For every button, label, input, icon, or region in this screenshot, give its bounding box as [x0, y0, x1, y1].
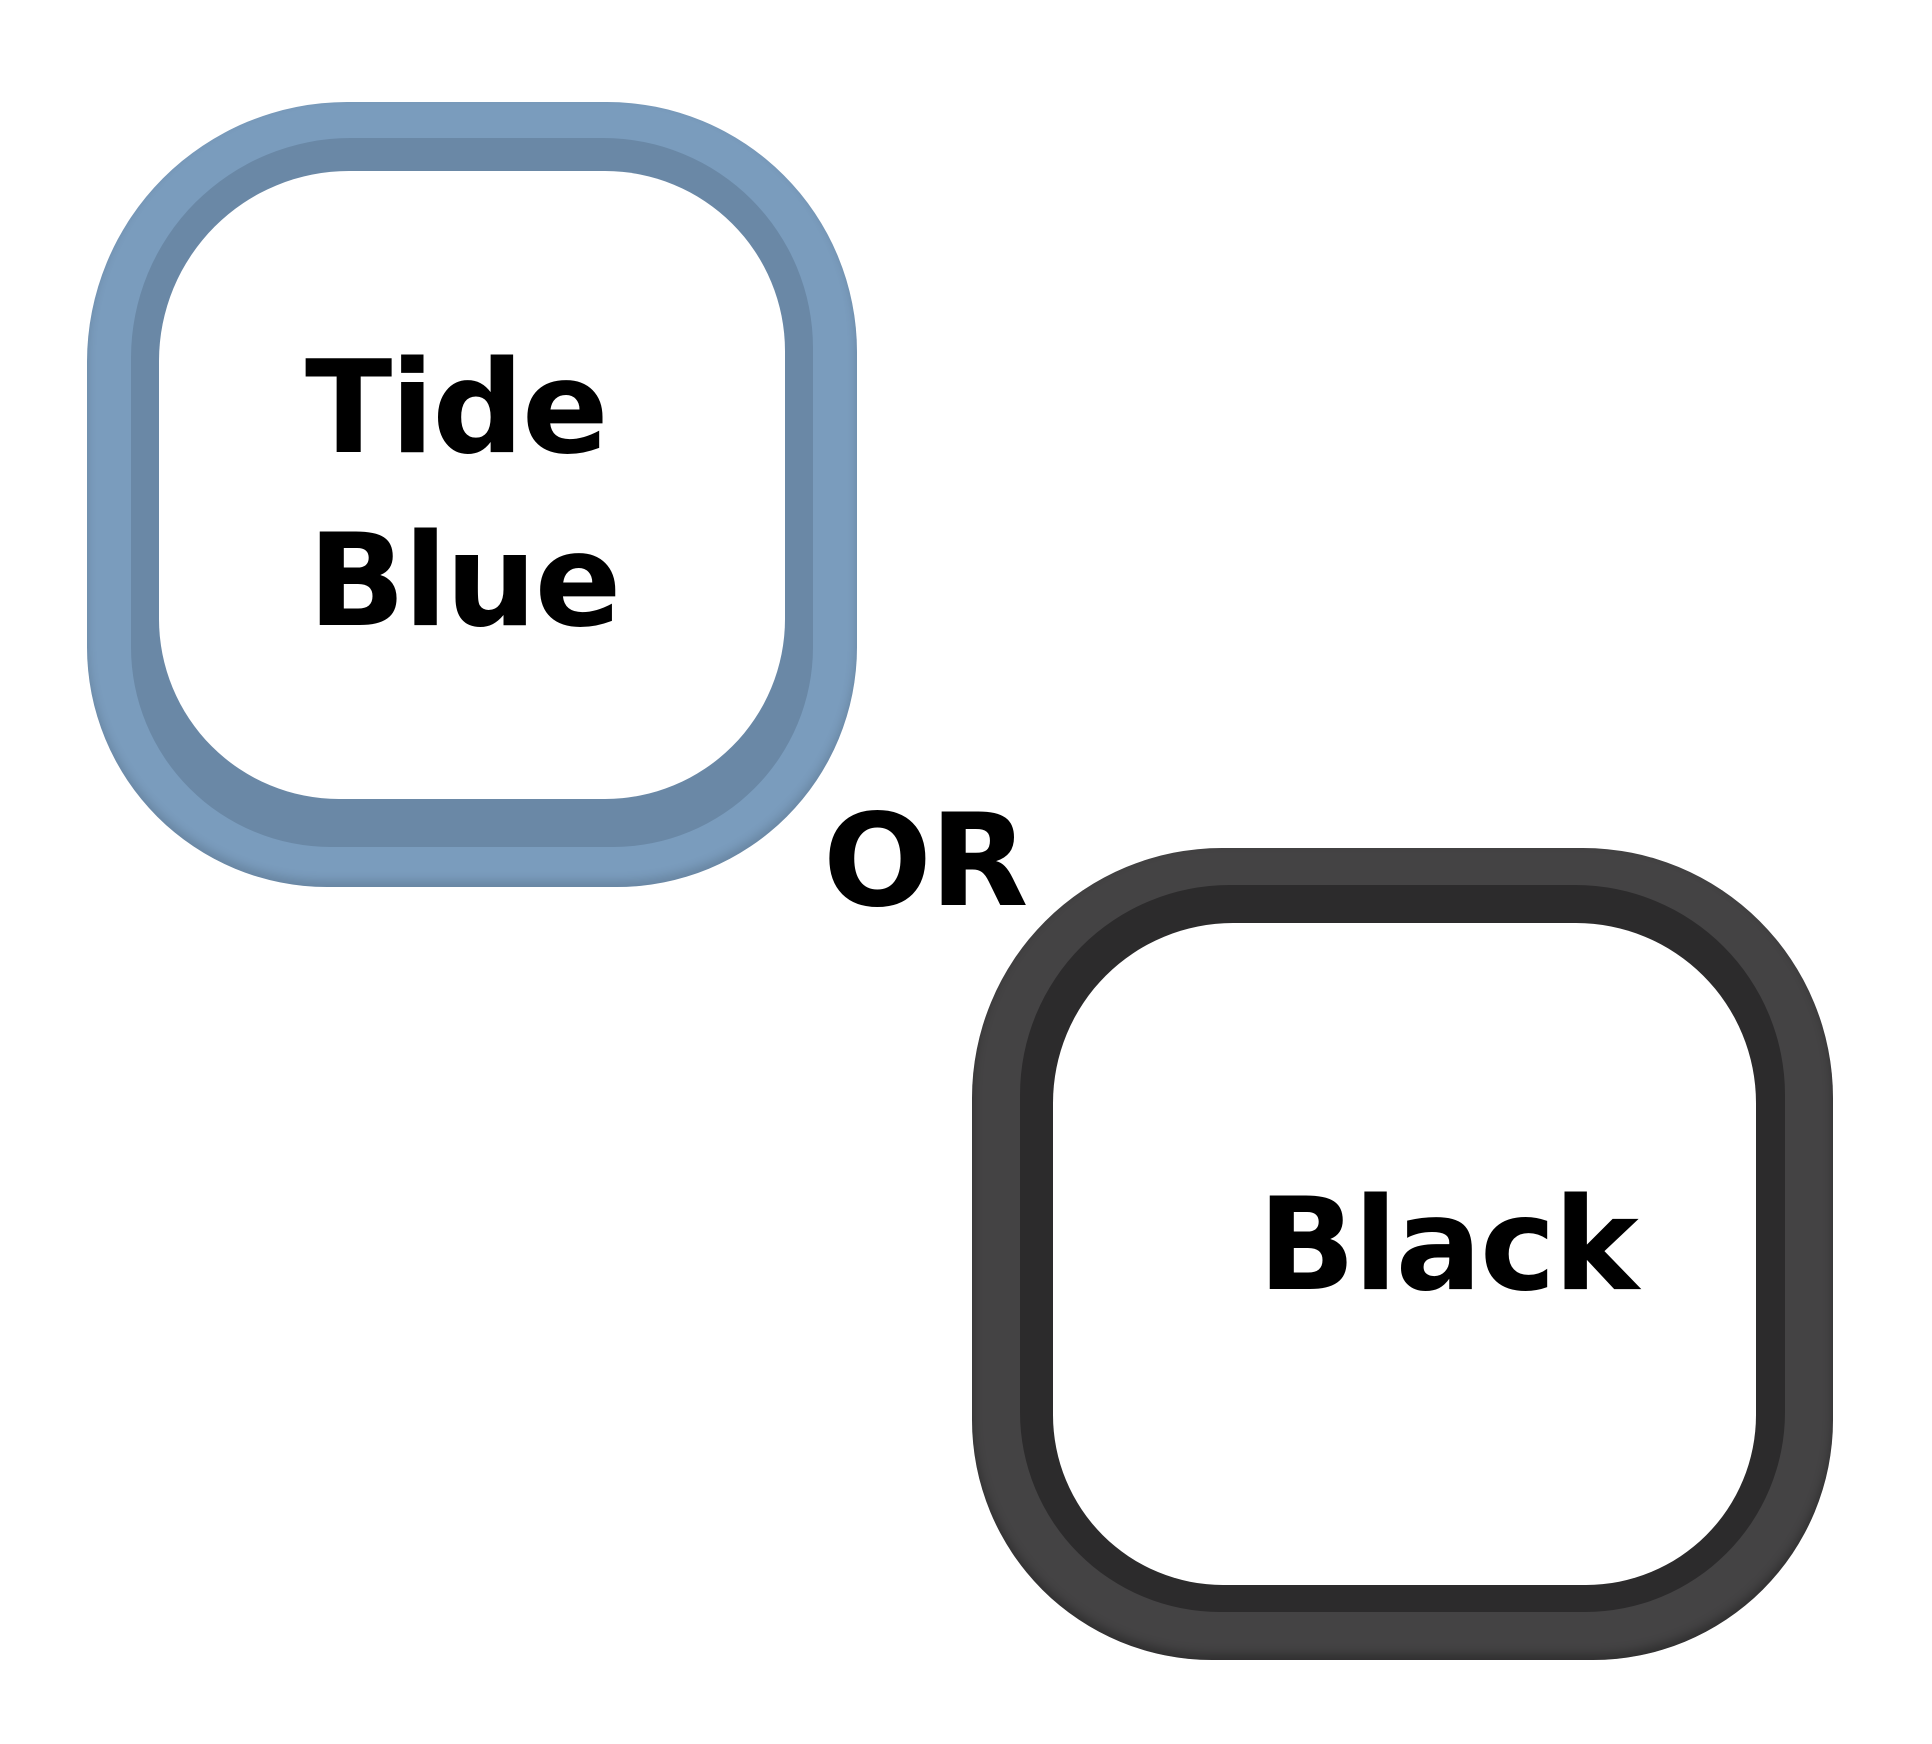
- ring-hole: [1053, 923, 1756, 1585]
- tide-blue-label-line1: Tide: [305, 334, 609, 483]
- tide-blue-ring-image: [87, 102, 857, 887]
- or-separator: OR: [823, 787, 1028, 936]
- ring-hole: [159, 171, 785, 799]
- black-ring-image: [972, 848, 1833, 1660]
- black-label: Black: [1258, 1171, 1639, 1320]
- tide-blue-label-line2: Blue: [308, 507, 621, 656]
